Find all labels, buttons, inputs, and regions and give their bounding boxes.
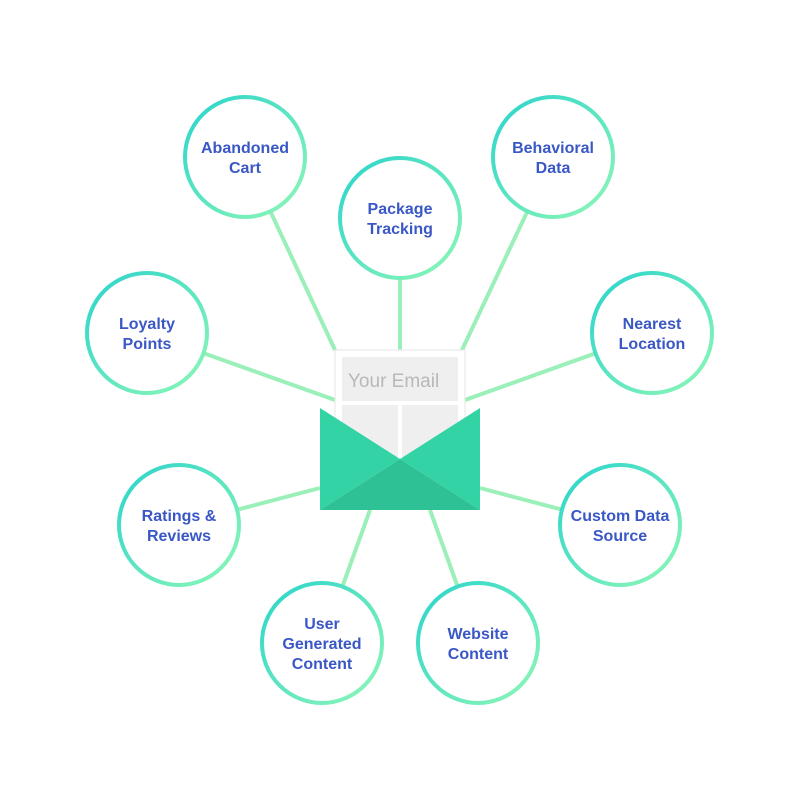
node-label: Content xyxy=(448,646,509,663)
node-circle xyxy=(338,156,462,280)
node-label: Source xyxy=(593,528,647,545)
node-ratings-reviews: Ratings & Reviews xyxy=(117,463,241,587)
node-circle xyxy=(117,463,241,587)
node-circle xyxy=(416,581,540,705)
letter-header-block xyxy=(342,357,458,401)
envelope-right-flap xyxy=(400,408,480,510)
node-label: Abandoned xyxy=(201,140,289,157)
node-label: Website xyxy=(447,626,508,643)
node-label: Location xyxy=(619,336,686,353)
node-label: Cart xyxy=(229,160,262,177)
node-circle xyxy=(558,463,682,587)
node-label: Custom Data xyxy=(571,508,670,525)
envelope-icon: Your Email xyxy=(320,349,480,510)
node-label: Loyalty xyxy=(119,316,175,333)
node-label: Behavioral xyxy=(512,140,594,157)
node-label: Points xyxy=(123,336,172,353)
node-label: Tracking xyxy=(367,221,433,238)
node-circle xyxy=(491,95,615,219)
node-circle xyxy=(85,271,209,395)
node-label: Data xyxy=(536,160,571,177)
nodes: AbandonedCartPackageTrackingBehavioralDa… xyxy=(85,95,714,705)
node-circle xyxy=(260,581,384,705)
envelope-left-flap xyxy=(320,408,400,510)
letter-text: Your Email xyxy=(348,371,439,392)
node-label: Nearest xyxy=(623,316,682,333)
node-circle xyxy=(590,271,714,395)
node-label: Package xyxy=(368,201,433,218)
node-label: Ratings & xyxy=(142,508,217,525)
node-circle xyxy=(183,95,307,219)
node-label: Generated xyxy=(282,636,361,653)
node-label: User xyxy=(304,616,340,633)
node-label: Content xyxy=(292,656,353,673)
envelope-bottom-flap xyxy=(320,459,480,510)
node-label: Reviews xyxy=(147,528,211,545)
